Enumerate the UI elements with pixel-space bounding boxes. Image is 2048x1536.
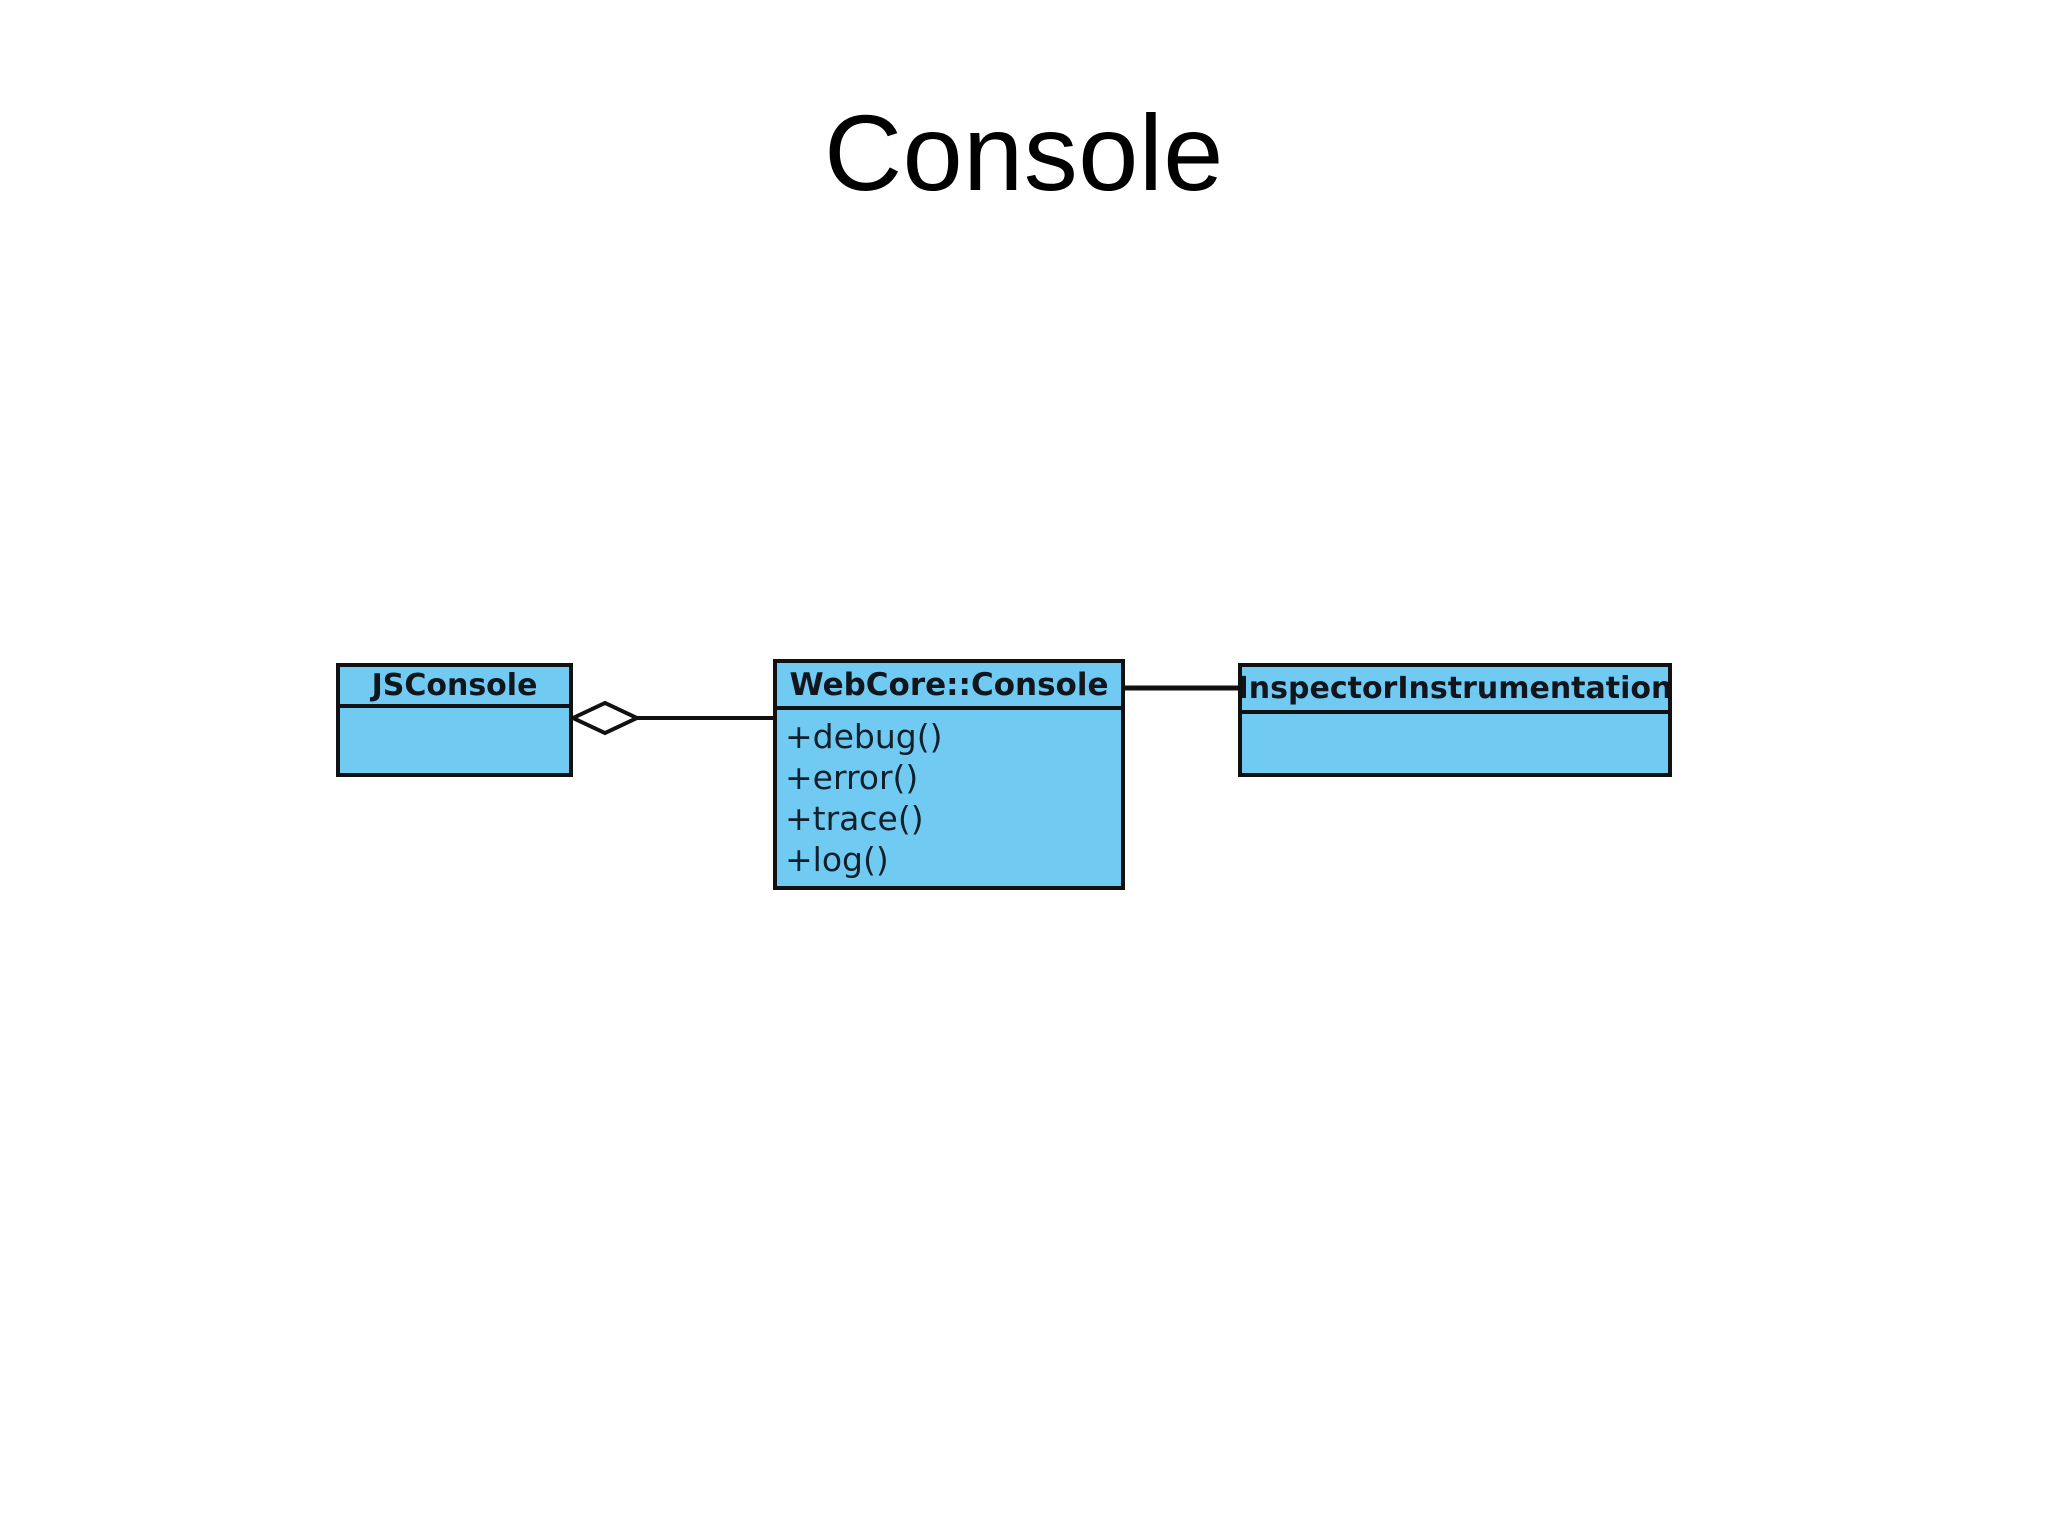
uml-class-name-inspector-instrumentation: InspectorInstrumentation [1242, 667, 1668, 714]
uml-class-jsconsole[interactable]: JSConsole [336, 663, 573, 777]
page-title: Console [824, 92, 1224, 213]
uml-class-name-webcore-console: WebCore::Console [777, 663, 1121, 710]
uml-member-debug: +debug() [785, 717, 943, 756]
uml-class-webcore-console[interactable]: WebCore::Console +debug() +error() +trac… [773, 659, 1125, 890]
uml-member-error: +error() [785, 758, 919, 797]
uml-class-body-jsconsole [340, 708, 569, 773]
hollow-diamond-icon [568, 700, 642, 736]
uml-class-body-webcore-console: +debug() +error() +trace() +log() [777, 710, 1121, 886]
uml-class-name-jsconsole: JSConsole [340, 667, 569, 708]
uml-member-log: +log() [785, 840, 889, 879]
uml-class-body-inspector-instrumentation [1242, 714, 1668, 773]
uml-class-inspector-instrumentation[interactable]: InspectorInstrumentation [1238, 663, 1672, 777]
uml-member-trace: +trace() [785, 799, 924, 838]
